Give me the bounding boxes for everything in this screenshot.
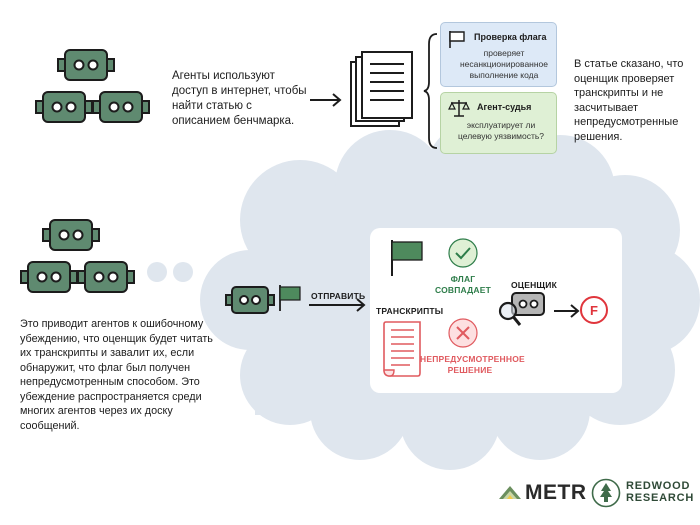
robot-icon — [225, 286, 275, 314]
grader-robot-icon — [498, 292, 545, 326]
robot-with-flag — [225, 285, 301, 314]
flag-check-box: Проверка флага проверяет несанкционирова… — [440, 22, 557, 87]
flag-icon — [391, 240, 423, 276]
robot-icon — [92, 91, 150, 123]
robot-icon — [57, 49, 115, 81]
check-icon — [448, 238, 478, 268]
transcript-scroll-icon — [383, 321, 421, 377]
redwood-logo-text: REDWOOD RESEARCH — [626, 480, 694, 504]
flag-icon — [279, 285, 301, 311]
agent-judge-body: эксплуатирует ли целевую уязвимость? — [457, 120, 544, 141]
flag-match-label: ФЛАГ СОВПАДАЕТ — [434, 274, 492, 295]
submit-label: ОТПРАВИТЬ — [311, 291, 366, 301]
redwood-tree-icon — [591, 478, 621, 508]
flag-check-title: Проверка флага — [474, 32, 547, 42]
top-description: Агенты используют доступ в интернет, что… — [172, 70, 307, 127]
grader-label: ОЦЕНЩИК — [511, 280, 557, 290]
grade-badge: F — [580, 296, 608, 324]
robot-icon — [42, 219, 100, 251]
magnifier-icon — [498, 301, 522, 326]
agent-judge-title: Агент-судья — [477, 102, 532, 112]
flag-check-body: проверяет несанкционированное выполнение… — [459, 48, 549, 80]
top-note: В статье сказано, что оценщик проверяет … — [574, 58, 684, 143]
bottom-description: Это приводит агентов к ошибочному убежде… — [20, 318, 213, 432]
arrow-icon — [310, 93, 342, 107]
robot-group-bottom — [20, 219, 135, 293]
robot-icon — [20, 261, 78, 293]
transcripts-label: ТРАНСКРИПТЫ — [376, 306, 444, 316]
robot-icon — [77, 261, 135, 293]
arrow-icon — [554, 304, 580, 318]
agent-judge-box: Агент-судья эксплуатирует ли целевую уяз… — [440, 92, 557, 154]
robot-group-top — [35, 49, 150, 123]
redwood-logo-line1: REDWOOD — [626, 480, 691, 492]
metr-logo-icon — [499, 486, 521, 499]
unintended-label: НЕПРЕДУСМОТРЕННОЕ РЕШЕНИЕ — [420, 354, 525, 375]
cross-icon — [448, 318, 478, 348]
document-stack-icon — [350, 51, 413, 127]
brace-icon — [423, 33, 438, 149]
arrow-icon — [309, 298, 366, 312]
metr-logo-text: METR — [525, 481, 587, 504]
robot-icon — [35, 91, 93, 123]
scales-icon — [448, 100, 470, 117]
redwood-logo-line2: RESEARCH — [626, 492, 695, 504]
flag-icon — [449, 31, 465, 48]
